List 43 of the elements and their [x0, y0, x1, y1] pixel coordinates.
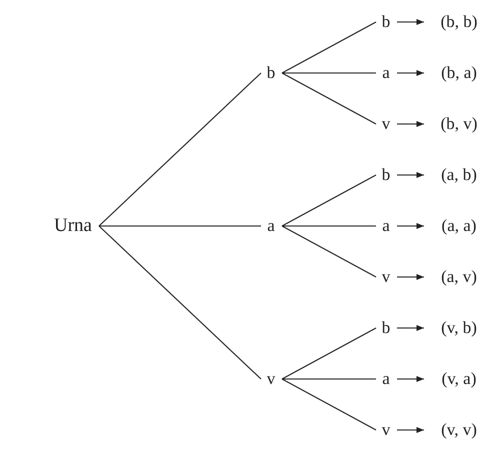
arrow	[397, 172, 424, 178]
outcome-label: a	[380, 215, 392, 237]
arrow	[397, 376, 424, 382]
outcome-label: (a, a)	[428, 215, 490, 237]
outcome-label: v	[380, 266, 392, 288]
outcome-label: (b, b)	[428, 11, 490, 33]
branch-line	[282, 225, 376, 227]
outcome-label: v	[265, 368, 277, 390]
branch-line	[282, 22, 376, 74]
outcome-label: (v, v)	[428, 419, 490, 441]
arrow	[397, 18, 424, 26]
outcome-label: (v, a)	[428, 368, 490, 390]
outcome-label: a	[380, 368, 392, 390]
arrow	[397, 70, 424, 76]
branch-line	[282, 378, 376, 430]
arrow	[397, 426, 424, 434]
branch-line	[282, 174, 376, 226]
outcome-label: (v, b)	[428, 317, 490, 339]
outcome-label: a	[380, 62, 392, 84]
outcome-label: b	[380, 317, 392, 339]
branch-line	[99, 225, 261, 227]
outcome-label: b	[380, 164, 392, 186]
outcome-label: a	[265, 215, 277, 237]
arrow	[397, 120, 424, 128]
branch-line	[282, 328, 376, 380]
branch-line	[282, 378, 376, 380]
arrow	[397, 324, 424, 332]
branch-line	[282, 226, 376, 278]
outcome-label: (b, a)	[428, 62, 490, 84]
branch-line	[98, 226, 262, 380]
outcome-label: (a, b)	[428, 164, 490, 186]
outcome-label: (b, v)	[428, 113, 490, 135]
outcome-label: b	[265, 62, 277, 84]
outcome-label: (a, v)	[428, 266, 490, 288]
branch-line	[98, 72, 262, 226]
outcome-label: v	[380, 419, 392, 441]
branch-line	[282, 72, 376, 124]
arrow	[397, 222, 424, 230]
branch-line	[282, 72, 376, 74]
root-label: Urna	[52, 215, 94, 237]
outcome-label: v	[380, 113, 392, 135]
arrow	[397, 274, 424, 280]
outcome-label: b	[380, 11, 392, 33]
